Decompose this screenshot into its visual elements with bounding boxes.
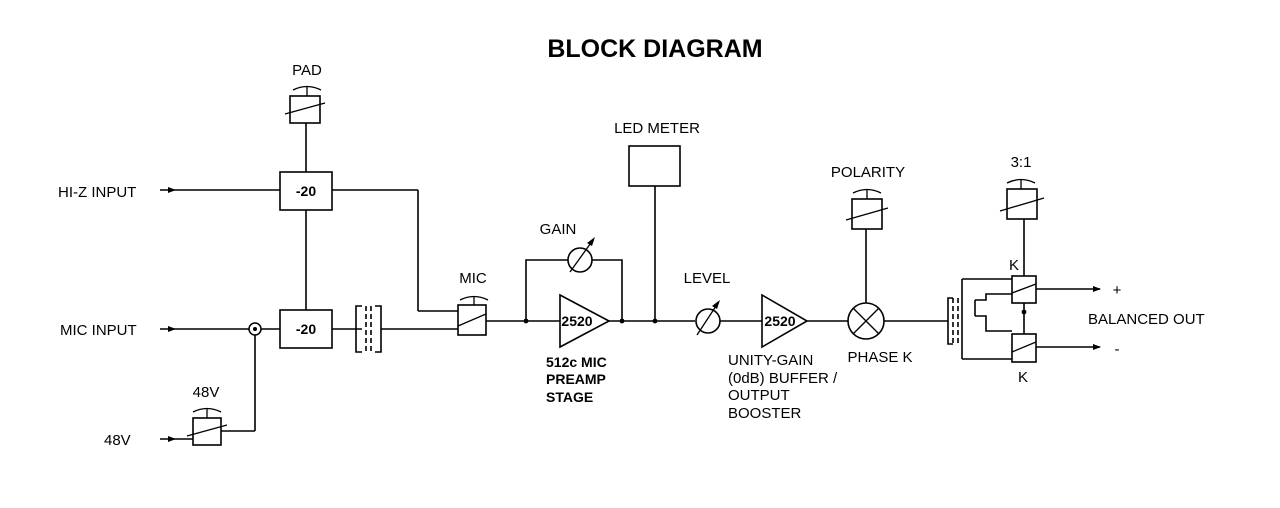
hi-z-input-arrow: [160, 187, 280, 193]
output-plus-sign: +: [1113, 282, 1122, 299]
preamp-caption-line-3: STAGE: [546, 389, 593, 405]
preamp-caption-line-1: 512c MIC: [546, 354, 607, 370]
ratio-switch: 3:1: [999, 154, 1045, 220]
polarity-switch: POLARITY: [831, 164, 905, 230]
buffer-opamp-label: 2520: [764, 313, 795, 329]
mic-pad-block: -20: [279, 309, 333, 349]
led-meter-label: LED METER: [614, 120, 700, 137]
output-transformer: [947, 279, 963, 359]
relay-k-top-label: K: [1009, 257, 1019, 274]
mic-input-label: MIC INPUT: [60, 322, 137, 339]
balanced-out-label: BALANCED OUT: [1088, 311, 1205, 328]
relay-k-bottom: K: [1011, 333, 1037, 386]
relay-k-bottom-label: K: [1018, 369, 1028, 386]
led-meter: LED METER: [614, 120, 700, 187]
preamp-opamp: 2520: [559, 293, 611, 349]
output-plus-arrow: [1036, 286, 1101, 292]
phantom-junction: [248, 322, 262, 336]
level-label: LEVEL: [684, 270, 731, 287]
mic-switch-label: MIC: [459, 270, 487, 287]
buffer-caption-line-1: UNITY-GAIN: [728, 352, 813, 369]
mic-switch: MIC: [457, 270, 489, 336]
relay-k-top: K: [1009, 257, 1037, 304]
phantom-48v-arrow: [160, 436, 193, 442]
hi-z-pad-block: -20: [279, 171, 333, 211]
hi-z-pad-label: -20: [296, 183, 316, 199]
buffer-caption-line-3: OUTPUT: [728, 387, 790, 404]
phantom-48v-switch: 48V: [186, 384, 228, 446]
polarity-switch-label: POLARITY: [831, 164, 905, 181]
phantom-switch-label: 48V: [193, 384, 220, 401]
pad-switch: PAD: [284, 62, 326, 124]
preamp-caption-line-2: PREAMP: [546, 371, 606, 387]
phase-node: [847, 302, 885, 340]
gain-control: GAIN: [540, 221, 595, 273]
hi-z-input-label: HI-Z INPUT: [58, 184, 136, 201]
buffer-caption-line-4: BOOSTER: [728, 405, 802, 422]
phase-label: PHASE K: [847, 349, 912, 366]
buffer-opamp: 2520: [761, 293, 809, 349]
diagram-title: BLOCK DIAGRAM: [547, 35, 762, 63]
level-control: LEVEL: [684, 270, 731, 336]
ratio-switch-label: 3:1: [1011, 154, 1032, 171]
pad-switch-label: PAD: [292, 62, 322, 79]
phantom-48v-label: 48V: [104, 432, 131, 449]
mic-pad-label: -20: [296, 321, 316, 337]
output-minus-sign: -: [1115, 341, 1120, 358]
mic-input-arrow: [160, 326, 280, 332]
gain-label: GAIN: [540, 221, 577, 238]
buffer-caption-line-2: (0dB) BUFFER /: [728, 370, 838, 387]
output-minus-arrow: [1036, 344, 1101, 350]
preamp-opamp-label: 2520: [561, 313, 592, 329]
